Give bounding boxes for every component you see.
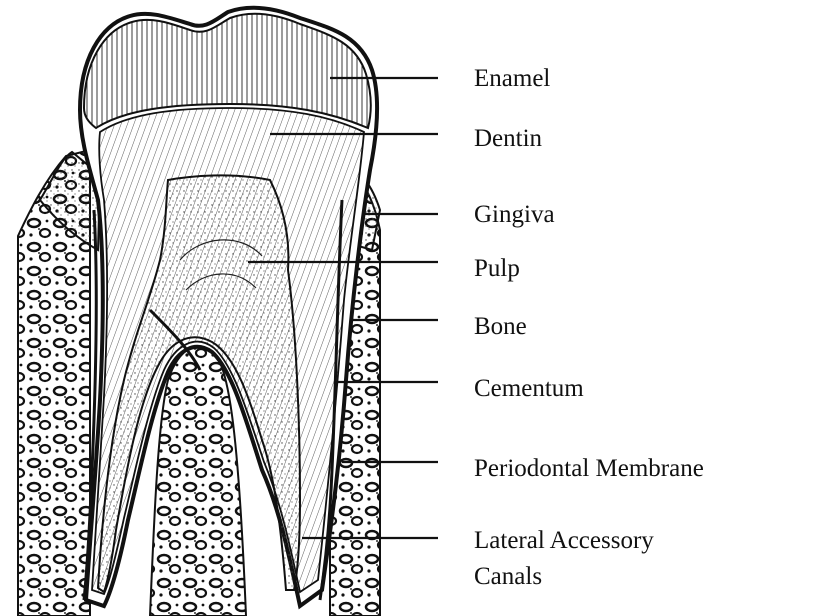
labels: Enamel Dentin Gingiva Pulp Bone Cementum…: [474, 65, 704, 590]
label-cementum: Cementum: [474, 375, 584, 402]
label-enamel: Enamel: [474, 65, 550, 92]
label-lateral-accessory-canals-line1: Lateral Accessory: [474, 527, 654, 554]
label-bone: Bone: [474, 313, 527, 340]
label-lateral-accessory-canals-line2: Canals: [474, 563, 542, 590]
label-dentin: Dentin: [474, 125, 543, 152]
label-periodontal-membrane: Periodontal Membrane: [474, 455, 704, 482]
label-gingiva: Gingiva: [474, 201, 555, 228]
label-pulp: Pulp: [474, 255, 520, 282]
